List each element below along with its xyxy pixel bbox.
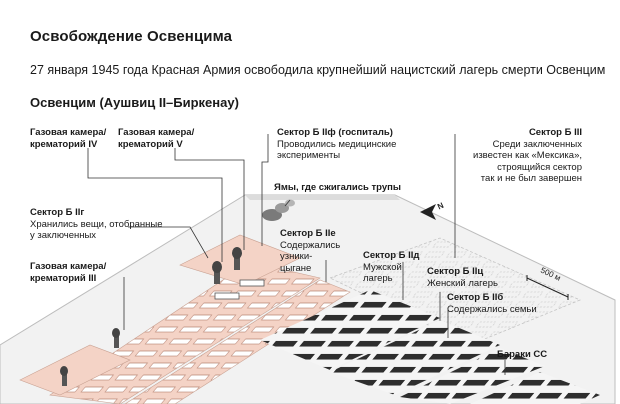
compass-label: N <box>436 201 445 212</box>
section-title: Освенцим (Аушвиц II–Биркенау) <box>30 95 239 110</box>
label-sector-b2b: Сектор Б IIб Содержались семьи <box>447 292 537 315</box>
page-title: Освобождение Освенцима <box>30 28 233 45</box>
label-ss-barracks: Бараки СС <box>497 349 548 360</box>
label-sector-b2f: Сектор Б IIф (госпиталь) Проводились мед… <box>277 127 397 161</box>
label-sector-b2c: Сектор Б IIц Женский лагерь <box>427 266 498 289</box>
label-crematorium-iii: Газовая камера/ крематорий III <box>30 261 107 284</box>
page-subtitle: 27 января 1945 года Красная Армия освобо… <box>30 63 606 77</box>
leader-lines <box>87 134 506 375</box>
label-sector-b2g: Сектор Б IIг Хранились вещи, отобранные … <box>30 207 163 241</box>
label-sector-b2e: Сектор Б IIе Содержались узники- цыгане <box>280 228 341 274</box>
compass-icon: N <box>420 201 445 220</box>
crematoria-chimneys <box>60 247 265 386</box>
label-pits: Ямы, где сжигались трупы <box>274 182 401 193</box>
dark-barracks <box>260 290 600 404</box>
label-crematorium-v: Газовая камера/ крематорий V <box>118 127 195 150</box>
label-sector-b3: Сектор Б III Среди заключенных известен … <box>473 127 582 184</box>
label-crematorium-iv: Газовая камера/ крематорий IV <box>30 127 107 150</box>
label-sector-b2d: Сектор Б IIд Мужской лагерь <box>363 250 420 284</box>
